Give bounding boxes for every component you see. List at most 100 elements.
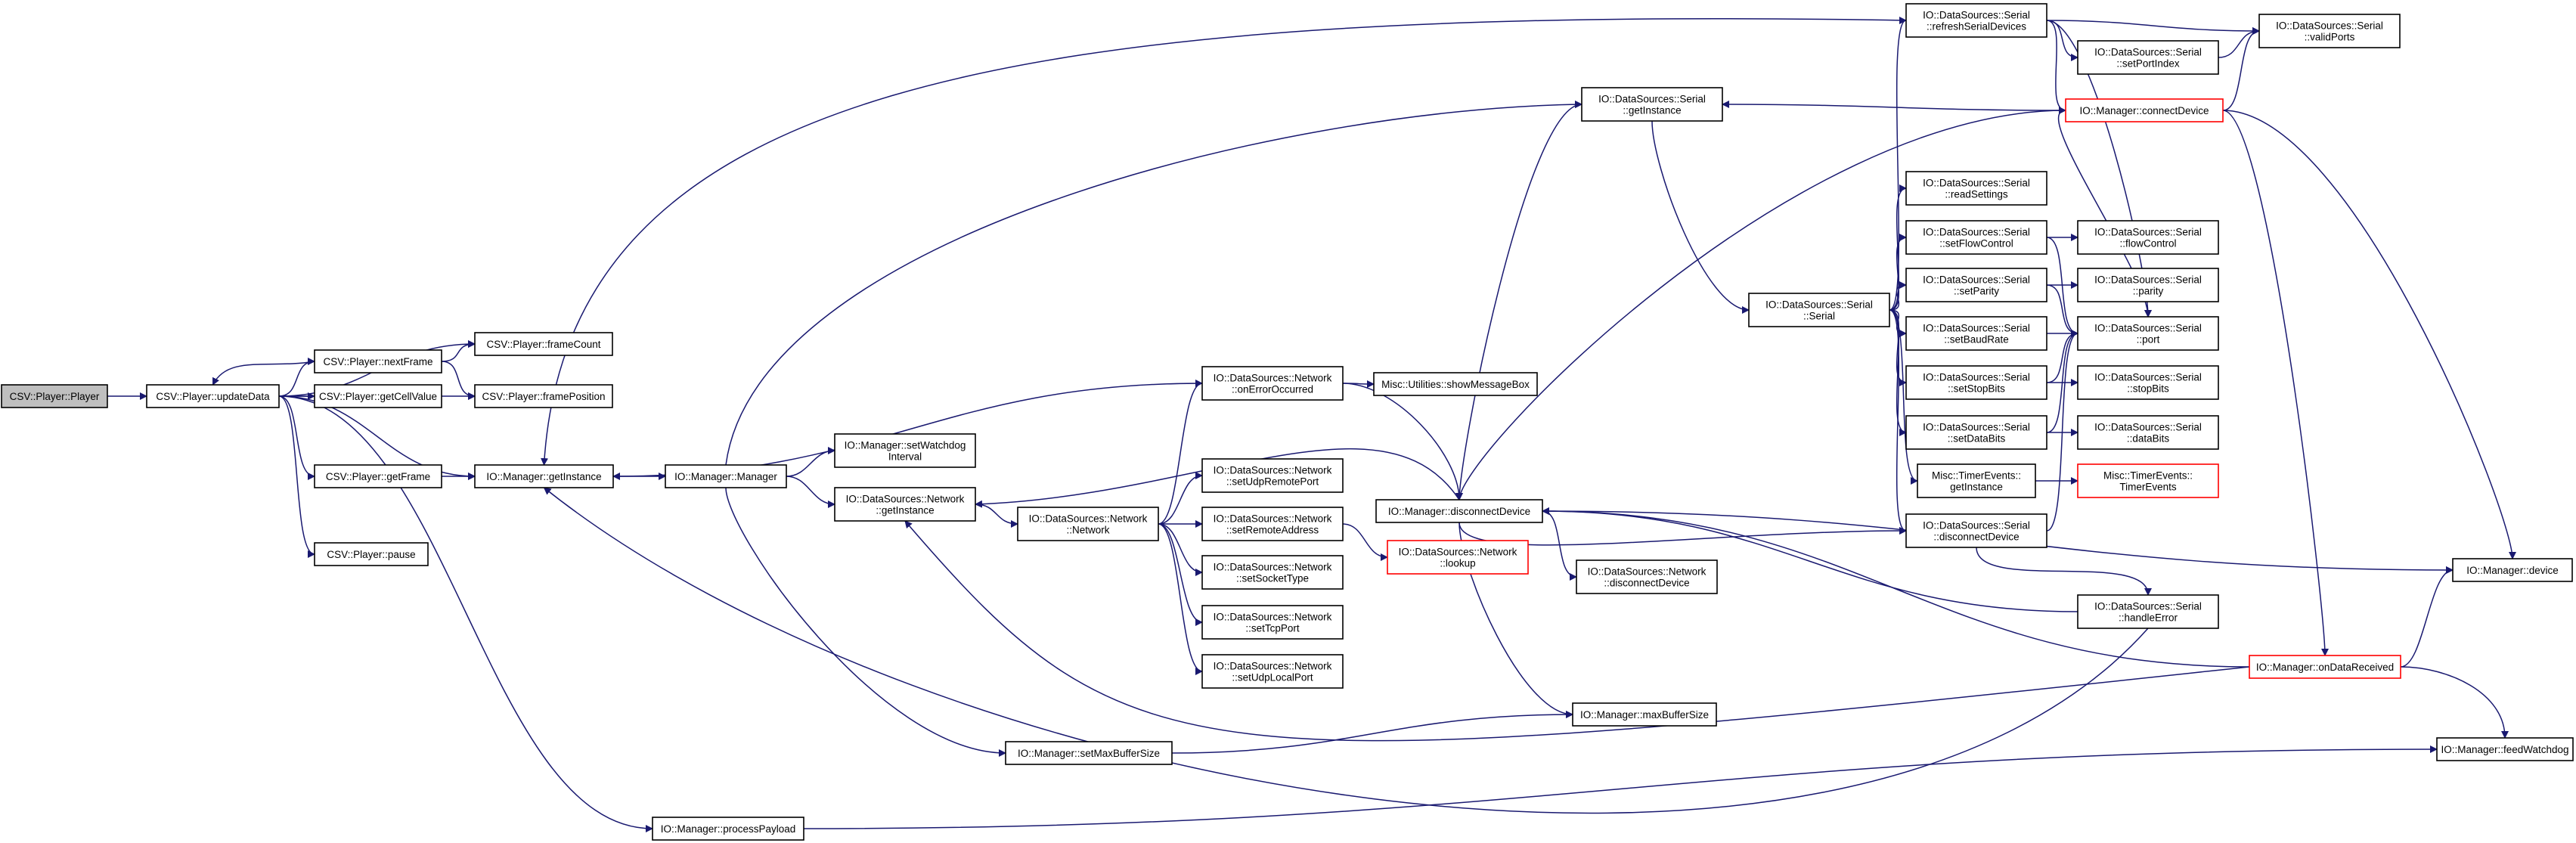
node-label: CSV::Player::frameCount <box>486 339 600 350</box>
node-label: IO::Manager::onDataReceived <box>2256 662 2394 673</box>
edge-ser_getinst-to-ser_serial <box>1651 120 1750 314</box>
graph-node-net-setudplocal[interactable]: IO::DataSources::Network::setUdpLocalPor… <box>1201 654 1344 689</box>
node-label: IO::DataSources::Serial <box>2094 274 2202 286</box>
graph-node-mgr-setmaxbuf[interactable]: IO::Manager::setMaxBufferSize <box>1005 741 1173 765</box>
graph-node-mgr-connect[interactable]: IO::Manager::connectDevice <box>2065 98 2224 122</box>
graph-node-getcell[interactable]: CSV::Player::getCellValue <box>314 384 442 408</box>
graph-node-net-getinst[interactable]: IO::DataSources::Network::getInstance <box>834 487 976 522</box>
graph-node-framepos[interactable]: CSV::Player::framePosition <box>474 384 613 408</box>
node-box <box>1572 702 1717 727</box>
node-label: CSV::Player::pause <box>327 549 415 560</box>
graph-node-net-setsock[interactable]: IO::DataSources::Network::setSocketType <box>1201 555 1344 590</box>
graph-node-net-settcp[interactable]: IO::DataSources::Network::setTcpPort <box>1201 605 1344 640</box>
node-label: IO::DataSources::Serial <box>2094 47 2202 58</box>
graph-node-timer-events[interactable]: Misc::TimerEvents::TimerEvents <box>2077 463 2219 498</box>
graph-node-showmsg[interactable]: Misc::Utilities::showMessageBox <box>1373 372 1538 396</box>
graph-node-mgr-processpayload[interactable]: IO::Manager::processPayload <box>652 817 804 841</box>
node-label: IO::DataSources::Serial <box>2094 601 2202 612</box>
node-box <box>314 464 442 488</box>
graph-node-net-lookup[interactable]: IO::DataSources::Network::lookup <box>1387 540 1529 575</box>
graph-node-mgr-device[interactable]: IO::Manager::device <box>2452 558 2573 582</box>
node-label: IO::DataSources::Serial <box>1923 520 2030 532</box>
graph-node-ser-readsettings[interactable]: IO::DataSources::Serial::readSettings <box>1905 171 2047 206</box>
edge-update-to-mgr_getinst <box>278 395 476 480</box>
node-box <box>1905 415 2047 450</box>
graph-node-ser-handleerror[interactable]: IO::DataSources::Serial::handleError <box>2077 594 2219 629</box>
node-label: Interval <box>888 451 922 463</box>
node-box <box>2249 655 2401 679</box>
graph-node-timer-getinst[interactable]: Misc::TimerEvents::getInstance <box>1917 463 2036 498</box>
graph-node-getframe[interactable]: CSV::Player::getFrame <box>314 464 442 488</box>
graph-node-mgr-maxbuf[interactable]: IO::Manager::maxBufferSize <box>1572 702 1717 727</box>
graph-node-net-onerror[interactable]: IO::DataSources::Network::onErrorOccurre… <box>1201 366 1344 401</box>
node-box <box>1905 268 2047 302</box>
graph-node-net-disconnect[interactable]: IO::DataSources::Network::disconnectDevi… <box>1576 559 1718 594</box>
node-box <box>474 464 614 488</box>
node-label: ::setUdpLocalPort <box>1232 672 1313 683</box>
node-box <box>1 384 108 408</box>
node-box <box>1576 559 1718 594</box>
node-box <box>314 349 442 373</box>
edge-nextframe-to-framecount <box>441 340 476 362</box>
graph-node-ser-setparity[interactable]: IO::DataSources::Serial::setParity <box>1905 268 2047 302</box>
graph-node-ser-setstop[interactable]: IO::DataSources::Serial::setStopBits <box>1905 365 2047 400</box>
node-label: IO::DataSources::Network <box>1588 566 1706 578</box>
edges <box>107 17 2516 832</box>
edge-mgr_connect-to-ser_getinst <box>1722 101 2066 111</box>
edge-ser_serial-to-ser_setparity <box>1889 281 1907 311</box>
graph-node-ser-setflow[interactable]: IO::DataSources::Serial::setFlowControl <box>1905 220 2047 255</box>
edge-ser_refresh-to-ser_setportindex <box>2046 20 2078 61</box>
graph-node-mgr-feedwatchdog[interactable]: IO::Manager::feedWatchdog <box>2436 737 2574 761</box>
edge-net_network-to-net_onerror <box>1158 380 1203 525</box>
graph-node-mgr-getinst[interactable]: IO::Manager::getInstance <box>474 464 614 488</box>
edge-mgr_disconnect-to-ser_disconnect <box>1458 522 1907 546</box>
graph-node-player[interactable]: CSV::Player::Player <box>1 384 108 408</box>
node-box <box>2436 737 2574 761</box>
node-box <box>2077 594 2219 629</box>
node-label: ::disconnectDevice <box>1604 578 1689 589</box>
graph-node-ser-flow[interactable]: IO::DataSources::Serial::flowControl <box>2077 220 2219 255</box>
node-box <box>474 384 613 408</box>
edge-ser_serial-to-ser_setflow <box>1889 234 1907 311</box>
graph-node-mgr-disconnect[interactable]: IO::Manager::disconnectDevice <box>1375 499 1543 523</box>
graph-node-ser-serial[interactable]: IO::DataSources::Serial::Serial <box>1748 293 1890 327</box>
node-label: ::getInstance <box>1623 105 1681 116</box>
edge-ser_setstop-to-ser_port <box>2046 330 2078 383</box>
graph-node-ser-validports[interactable]: IO::DataSources::Serial::validPorts <box>2258 14 2401 48</box>
graph-node-net-network[interactable]: IO::DataSources::Network::Network <box>1017 507 1159 541</box>
node-label: IO::Manager::disconnectDevice <box>1388 506 1530 517</box>
graph-node-pause[interactable]: CSV::Player::pause <box>314 542 429 566</box>
graph-node-ser-disconnect[interactable]: IO::DataSources::Serial::disconnectDevic… <box>1905 513 2047 548</box>
graph-node-nextframe[interactable]: CSV::Player::nextFrame <box>314 349 442 373</box>
node-label: IO::DataSources::Serial <box>1923 323 2030 334</box>
graph-node-net-setudpremote[interactable]: IO::DataSources::Network::setUdpRemotePo… <box>1201 458 1344 493</box>
graph-node-ser-data[interactable]: IO::DataSources::Serial::dataBits <box>2077 415 2219 450</box>
edge-nextframe-to-update <box>212 361 315 386</box>
edge-net_getinst-to-net_network <box>975 504 1018 528</box>
node-label: CSV::Player::updateData <box>156 391 270 402</box>
node-box <box>2077 463 2219 498</box>
graph-node-ser-setportindex[interactable]: IO::DataSources::Serial::setPortIndex <box>2077 40 2219 75</box>
node-label: IO::DataSources::Network <box>1399 547 1517 558</box>
graph-node-ser-refresh[interactable]: IO::DataSources::Serial::refreshSerialDe… <box>1905 3 2047 38</box>
node-box <box>314 542 429 566</box>
node-label: IO::Manager::connectDevice <box>2079 105 2209 116</box>
graph-node-ser-getinst[interactable]: IO::DataSources::Serial::getInstance <box>1581 87 1723 122</box>
graph-node-framecount[interactable]: CSV::Player::frameCount <box>474 332 613 356</box>
graph-node-ser-setdata[interactable]: IO::DataSources::Serial::setDataBits <box>1905 415 2047 450</box>
node-label: IO::DataSources::Serial <box>1923 178 2030 189</box>
node-label: CSV::Player::getFrame <box>326 471 430 482</box>
node-box <box>1905 171 2047 206</box>
graph-node-mgr-mgr[interactable]: IO::Manager::Manager <box>665 464 787 488</box>
edge-update-to-getframe <box>278 395 315 480</box>
graph-node-net-setremote[interactable]: IO::DataSources::Network::setRemoteAddre… <box>1201 507 1344 541</box>
graph-node-ser-port[interactable]: IO::DataSources::Serial::port <box>2077 316 2219 351</box>
graph-node-mgr-ondata[interactable]: IO::Manager::onDataReceived <box>2249 655 2401 679</box>
edge-net_setremote-to-net_lookup <box>1342 523 1388 561</box>
graph-node-ser-parity[interactable]: IO::DataSources::Serial::parity <box>2077 268 2219 302</box>
graph-node-ser-stop[interactable]: IO::DataSources::Serial::stopBits <box>2077 365 2219 400</box>
graph-node-update[interactable]: CSV::Player::updateData <box>146 384 280 408</box>
node-label: IO::Manager::setWatchdog <box>845 440 966 451</box>
graph-node-ser-setbaud[interactable]: IO::DataSources::Serial::setBaudRate <box>1905 316 2047 351</box>
